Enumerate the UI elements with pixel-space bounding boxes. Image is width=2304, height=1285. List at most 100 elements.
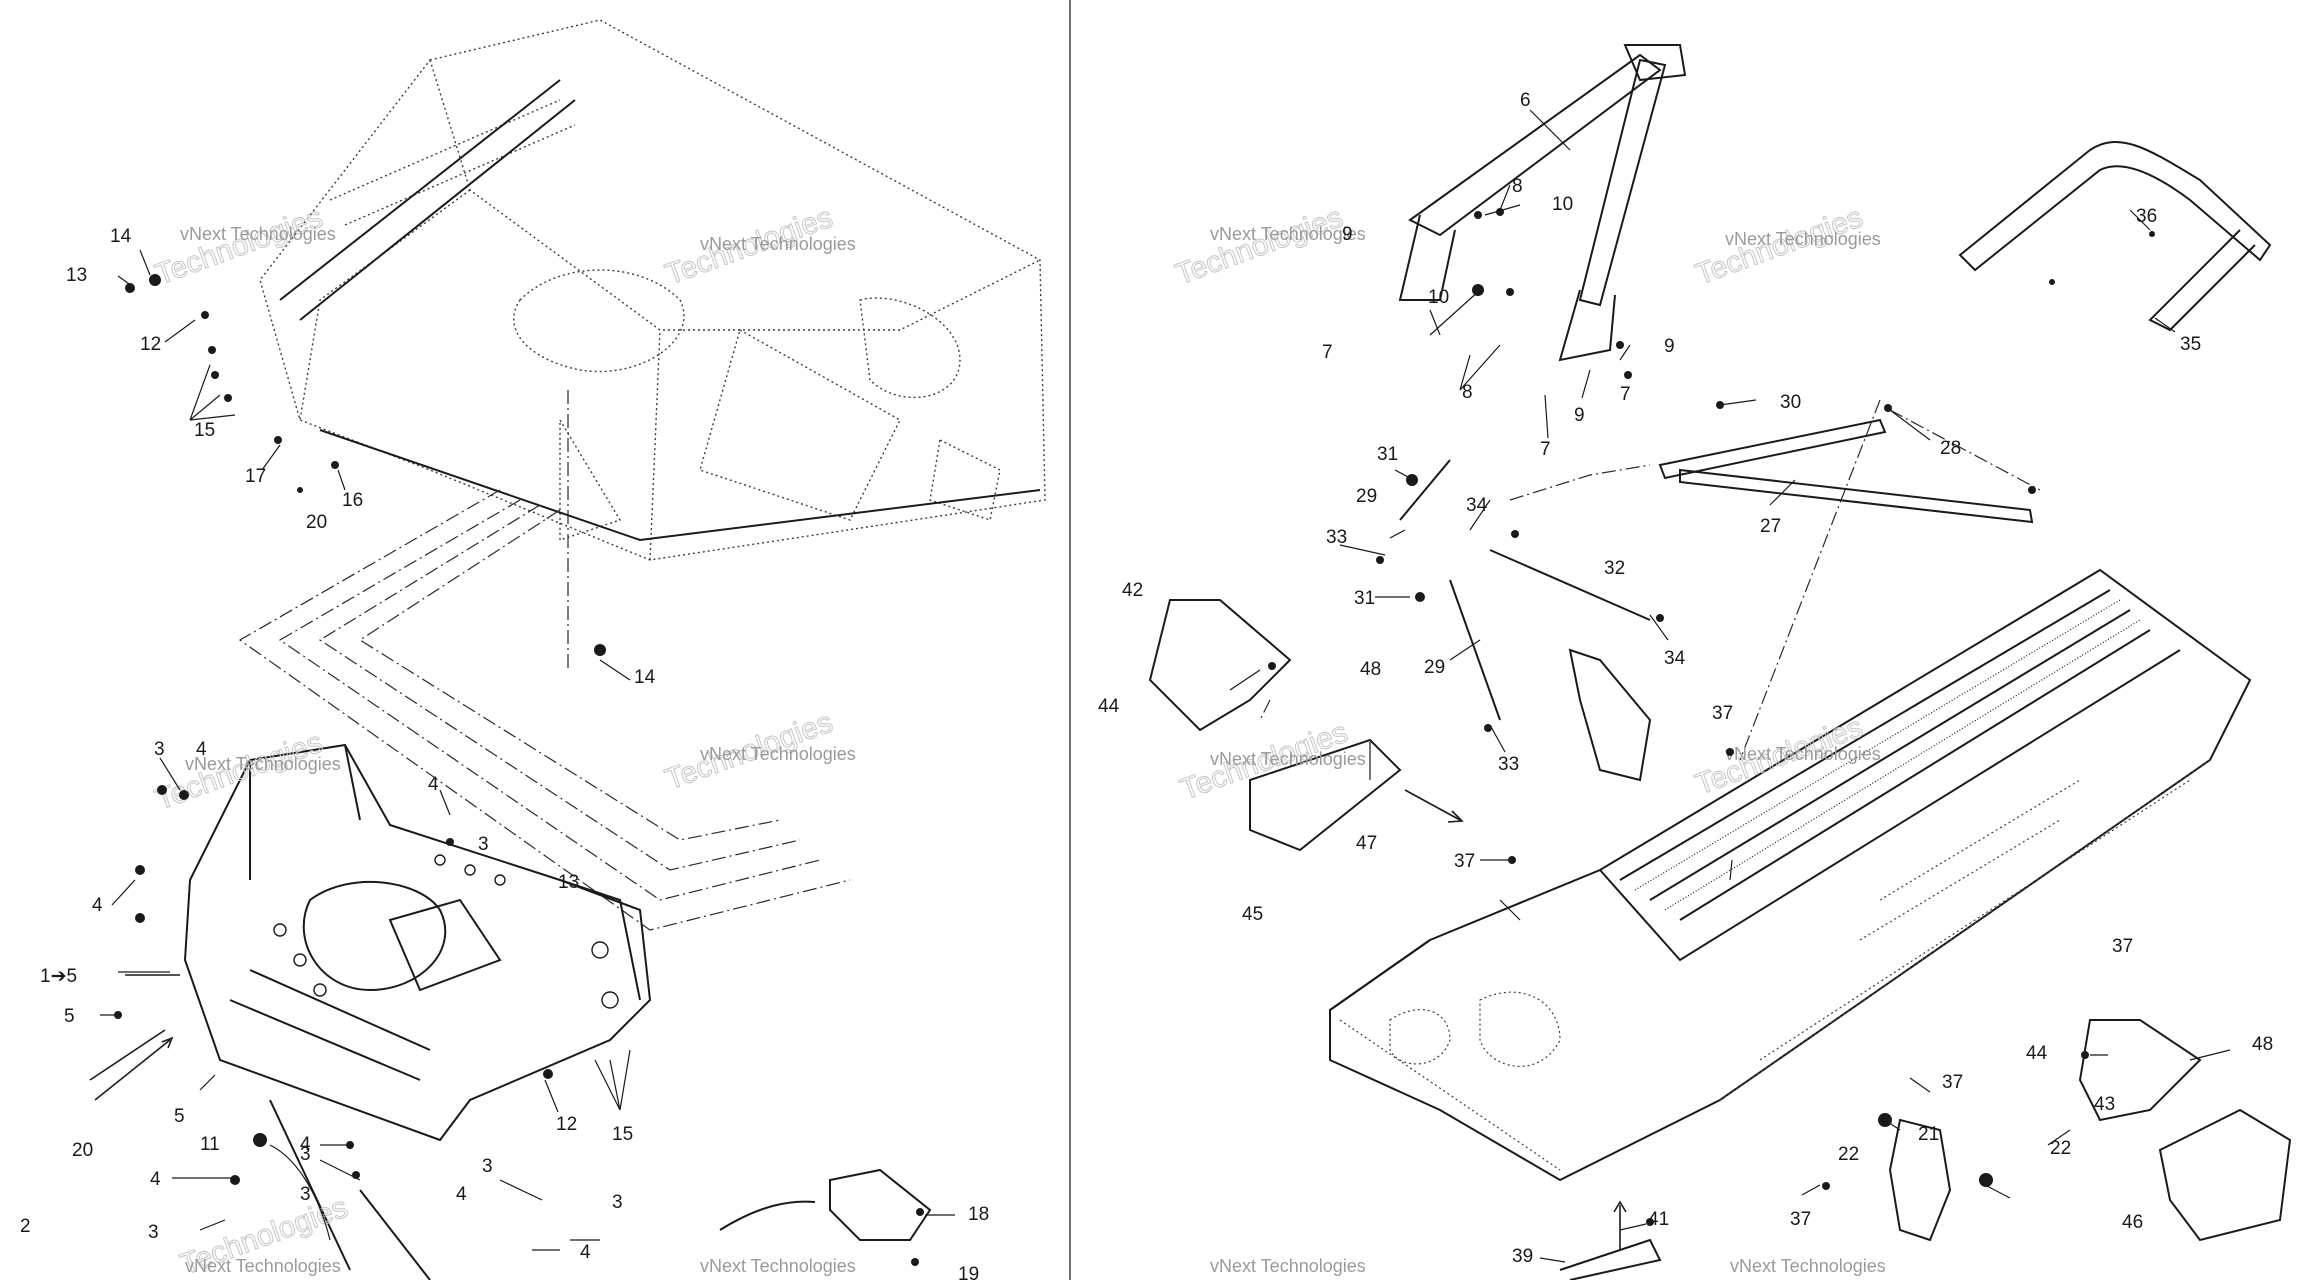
callout-label: 37: [2112, 936, 2133, 957]
callout-label: 3: [300, 1144, 311, 1165]
leader-lines-right: [1259, 399, 2041, 761]
leader-lines-left: [238, 390, 851, 931]
tunnel-dotted-detail: [1339, 759, 2211, 1171]
callout-label: 9: [1342, 224, 1353, 245]
watermark-text: vNext Technologies: [185, 1256, 341, 1276]
callout-label: 12: [140, 334, 161, 355]
callout-label: 5: [174, 1106, 185, 1127]
watermarks: Technologies vNext Technologies Technolo…: [151, 200, 1886, 1282]
callout-label: 43: [2094, 1094, 2115, 1115]
callout-label: 8: [1462, 382, 1473, 403]
callout-label: 31: [1377, 444, 1398, 465]
watermark-outline: Technologies: [151, 201, 327, 292]
callout-label: 17: [245, 466, 266, 487]
callout-label: 13: [558, 872, 579, 893]
brackets-right: [1148, 599, 2292, 1281]
callout-label: 44: [2026, 1043, 2048, 1064]
callout-label: 4: [580, 1242, 591, 1263]
callout-label: 14: [110, 226, 132, 247]
callout-label: 19: [958, 1264, 979, 1280]
watermark-text: vNext Technologies: [700, 744, 856, 764]
callout-label: 8: [1512, 176, 1523, 197]
callout-label: 30: [1780, 392, 1801, 413]
callout-label: 7: [1620, 384, 1631, 405]
callout-label: 3: [154, 739, 165, 760]
callout-label: 16: [342, 490, 363, 511]
watermark-text: vNext Technologies: [700, 234, 856, 254]
pointer-arrows-left: [89, 974, 180, 1101]
callout-label: 41: [1648, 1209, 1669, 1230]
callout-label: 13: [66, 265, 87, 286]
callout-label: 14: [634, 667, 656, 688]
watermark-text: vNext Technologies: [1210, 749, 1366, 769]
watermark-text: vNext Technologies: [185, 754, 341, 774]
callout-label: 37: [1454, 851, 1475, 872]
a-frame-strut: [1398, 44, 1687, 362]
watermark-text: vNext Technologies: [1725, 744, 1881, 764]
callout-label: 44: [1098, 696, 1120, 717]
callout-label: 37: [1942, 1072, 1963, 1093]
callout-label: 37: [1712, 703, 1733, 724]
callout-label: 9: [1574, 405, 1585, 426]
callout-label: 3: [482, 1156, 493, 1177]
callout-label: 27: [1760, 516, 1781, 537]
part-callouts: 14 13 12 15 17 16 20 14 3 4 4 4 3 13 1➔5…: [20, 90, 2273, 1285]
callout-label: 29: [1356, 486, 1377, 507]
callout-label: 15: [194, 420, 215, 441]
callout-label: 12: [556, 1114, 577, 1135]
callout-label: 9: [1664, 336, 1675, 357]
callout-label: 3: [148, 1222, 159, 1243]
watermark-text: vNext Technologies: [1730, 1256, 1886, 1276]
callout-label: 10: [1552, 194, 1573, 215]
panel-divider: [1069, 0, 1071, 1280]
watermark-text: vNext Technologies: [180, 224, 336, 244]
tunnel-assembly: [1329, 568, 2252, 1182]
callout-label: 46: [2122, 1212, 2143, 1233]
callout-label: 22: [2050, 1138, 2071, 1159]
small-bracket-18: [719, 1168, 932, 1241]
callout-label: 34: [1664, 648, 1686, 669]
callout-label: 4: [428, 774, 439, 795]
callout-label: 4: [456, 1184, 467, 1205]
upper-frame-rails: [279, 79, 1041, 542]
heat-exchanger-fins: [1619, 589, 2141, 911]
callout-label: 4: [300, 1134, 311, 1155]
callout-label: 20: [306, 512, 327, 533]
callout-label: 10: [1428, 287, 1449, 308]
callout-label: 3: [300, 1184, 311, 1205]
callout-label: 47: [1356, 833, 1377, 854]
callout-label: 45: [1242, 904, 1263, 925]
callout-label: 4: [196, 739, 207, 760]
callout-label: 6: [1520, 90, 1531, 111]
callout-label: 3: [478, 834, 489, 855]
watermark-text: vNext Technologies: [1725, 229, 1881, 249]
callout-label: 33: [1326, 527, 1347, 548]
callout-label: 34: [1466, 495, 1488, 516]
watermark-text: vNext Technologies: [1210, 1256, 1366, 1276]
callout-label: 7: [1322, 342, 1333, 363]
callout-label: 39: [1512, 1246, 1533, 1267]
callout-label: 18: [968, 1204, 989, 1225]
tie-rods: [1399, 418, 2034, 721]
watermark-text: vNext Technologies: [1210, 224, 1366, 244]
hardware-fasteners: [114, 208, 2155, 1266]
callout-label: 3: [612, 1192, 623, 1213]
callout-label: 4: [92, 895, 103, 916]
front-bulkhead: [183, 743, 652, 1281]
upper-chassis-frame: [259, 19, 1046, 561]
callout-label: 11: [200, 1134, 220, 1155]
callout-label: 4: [150, 1169, 161, 1190]
bulkhead-holes: [273, 854, 619, 1009]
callout-label: 15: [612, 1124, 633, 1145]
callout-label: 37: [1790, 1209, 1811, 1230]
callout-label: 21: [1918, 1124, 1939, 1145]
callout-label: 48: [1360, 659, 1381, 680]
callout-label: 35: [2180, 334, 2201, 355]
callout-label: 32: [1604, 558, 1625, 579]
callout-label: 22: [1838, 1144, 1859, 1165]
pointer-arrow-right: [1404, 789, 1627, 1250]
callout-label: 48: [2252, 1034, 2273, 1055]
callout-label: 2: [20, 1216, 31, 1237]
